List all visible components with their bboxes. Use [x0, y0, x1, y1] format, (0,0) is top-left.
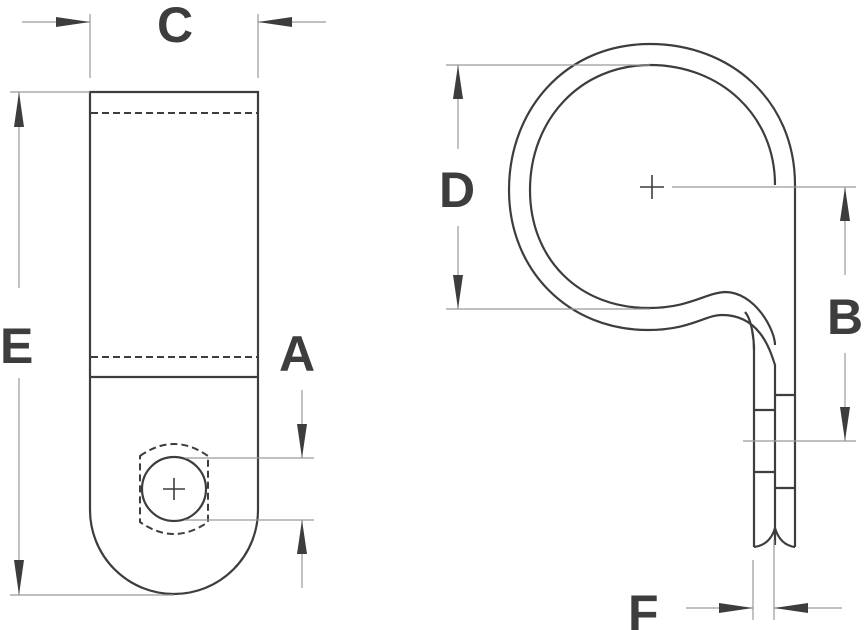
dimension-a: A [185, 326, 315, 588]
label-e: E [0, 318, 33, 374]
label-b: B [827, 289, 863, 345]
clip-leg-end [753, 524, 796, 549]
dimension-f: F [628, 540, 842, 630]
center-mark-icon [640, 175, 664, 199]
clip-outer-profile [507, 42, 797, 545]
label-c: C [157, 0, 193, 53]
dimension-c: C [22, 0, 326, 78]
dimension-d: D [439, 64, 650, 310]
strap-outline [88, 90, 260, 596]
dimension-e: E [0, 91, 174, 596]
label-d: D [439, 162, 475, 218]
mounting-hole [140, 455, 208, 523]
dimension-b: B [672, 186, 863, 442]
center-mark-icon [163, 478, 185, 500]
clip-inner-profile [528, 63, 777, 346]
label-a: A [279, 326, 315, 382]
front-view [88, 90, 260, 596]
label-f: F [628, 585, 659, 630]
clip-inner-leg [744, 311, 756, 351]
side-view [507, 42, 797, 549]
hidden-countersink [139, 443, 209, 535]
